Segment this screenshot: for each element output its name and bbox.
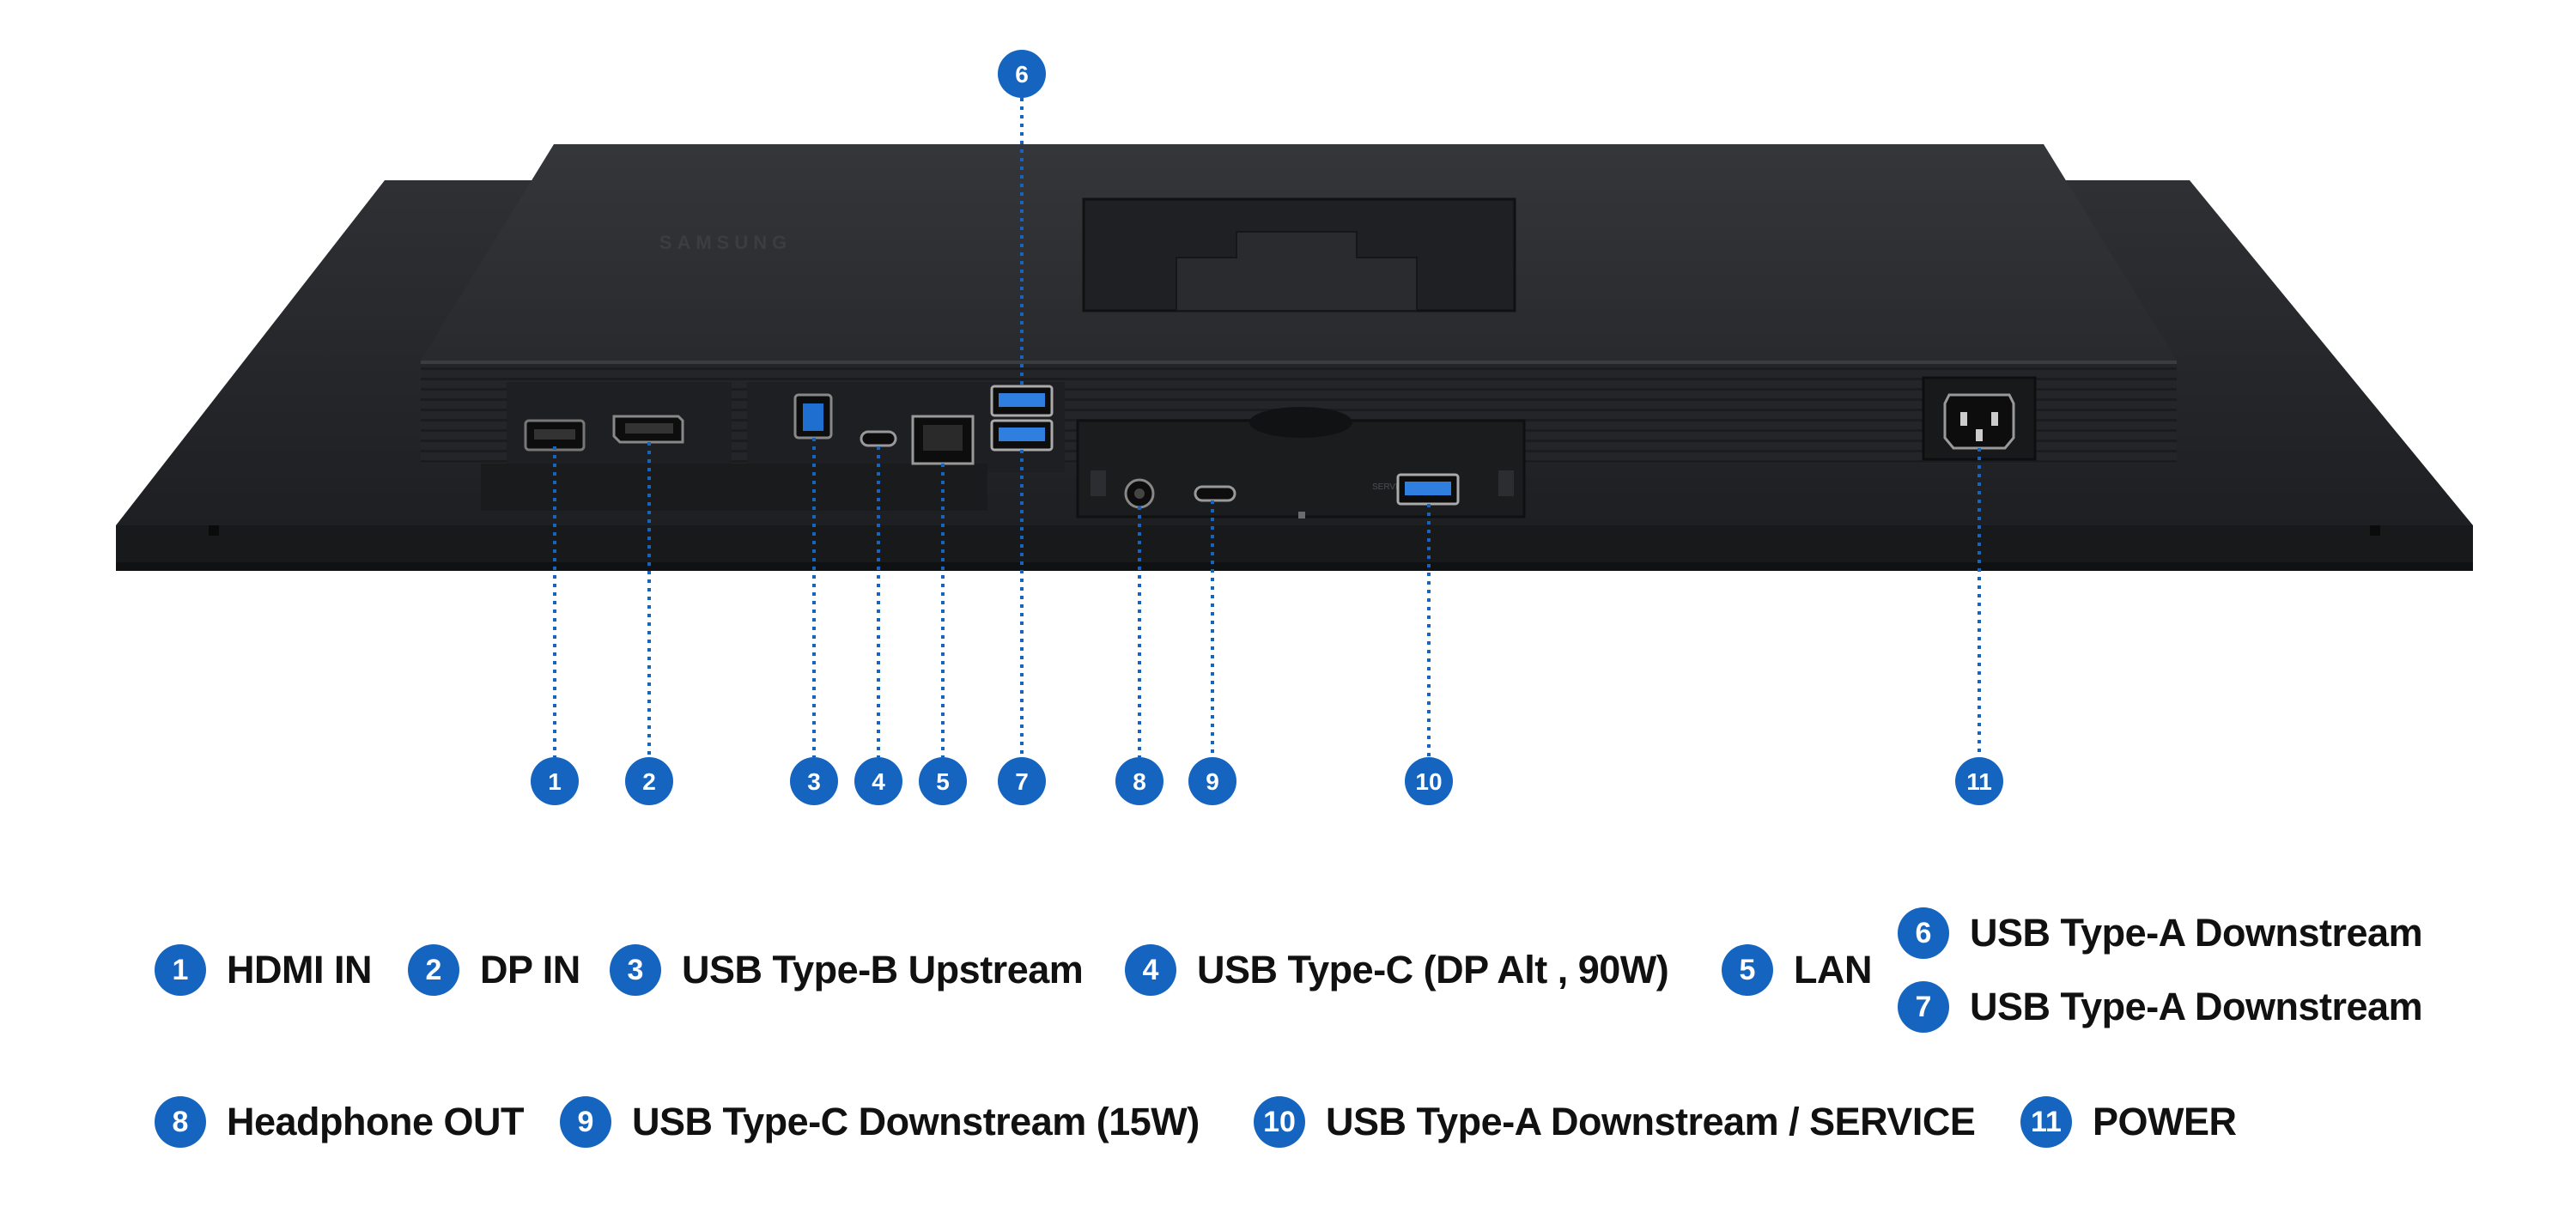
usb-a-service-port [1396,473,1460,506]
callout-number-6: 6 [1015,61,1029,88]
stand-mount [1082,197,1516,312]
usb-c-port [860,430,897,447]
callout-number-2: 2 [642,768,656,795]
callout-number-11: 11 [1966,768,1992,795]
callout-layer: 1 2 3 4 5 6 7 8 9 10 11 [531,50,2003,805]
legend-label: USB Type-A Downstream [1970,985,2423,1028]
callout-number-9: 9 [1206,768,1219,795]
legend-item-1: 1 HDMI IN [155,940,373,1000]
svg-text:SERVICE: SERVICE [1372,482,1410,492]
legend-label: DP IN [480,948,580,992]
callout-number-5: 5 [936,768,950,795]
legend-badge: 11 [2020,1096,2072,1148]
legend-item-10: 10 USB Type-A Downstream / SERVICE [1254,1092,1976,1152]
brand-logo: SAMSUNG [659,232,792,253]
legend-badge: 9 [560,1096,611,1148]
legend-item-3: 3 USB Type-B Upstream [610,940,1084,1000]
legend-badge: 6 [1898,907,1949,959]
callout-number-3: 3 [807,768,821,795]
callout-number-8: 8 [1133,768,1146,795]
legend-item-11: 11 POWER [2020,1092,2237,1152]
legend-badge: 7 [1898,981,1949,1033]
legend-badge: 1 [155,944,206,996]
legend-item-4: 4 USB Type-C (DP Alt , 90W) [1125,940,1669,1000]
legend-item-6: 6 USB Type-A Downstream [1898,903,2423,963]
headphone-jack [1124,478,1155,509]
legend-badge: 2 [408,944,459,996]
legend-label: USB Type-A Downstream / SERVICE [1326,1100,1976,1143]
callout-badge-7 [998,757,1046,805]
callout-number-4: 4 [872,768,885,795]
legend-item-9: 9 USB Type-C Downstream (15W) [560,1092,1200,1152]
legend-label: USB Type-C (DP Alt , 90W) [1197,948,1669,992]
callout-badge-5 [919,757,967,805]
legend-label: LAN [1794,948,1872,992]
legend-item-7: 7 USB Type-A Downstream [1898,977,2423,1037]
legend-label: USB Type-C Downstream (15W) [632,1100,1200,1143]
legend-badge: 5 [1722,944,1773,996]
legend-badge: 3 [610,944,661,996]
callout-badge-9 [1188,757,1236,805]
legend-label: POWER [2093,1100,2237,1143]
callout-badge-10 [1405,757,1453,805]
callout-number-7: 7 [1015,768,1029,795]
legend-label: HDMI IN [227,948,373,992]
legend-label: USB Type-B Upstream [682,948,1084,992]
legend-label: Headphone OUT [227,1100,525,1143]
callout-badge-2 [625,757,673,805]
callout-number-10: 10 [1415,768,1442,795]
hdmi-port [524,419,586,452]
callout-number-1: 1 [548,768,562,795]
usb-c-downstream-port [1194,485,1236,502]
callout-badge-8 [1115,757,1163,805]
legend-item-2: 2 DP IN [408,940,580,1000]
frame-hole-right [2370,525,2380,536]
displayport-port [612,415,684,444]
legend-item-8: 8 Headphone OUT [155,1092,525,1152]
legend-badge: 8 [155,1096,206,1148]
usb-b-port [793,393,833,440]
lan-port [911,415,975,465]
callout-badge-11 [1955,757,2003,805]
callout-badge-3 [790,757,838,805]
legend-badge: 10 [1254,1096,1305,1148]
callout-badge-4 [854,757,902,805]
legend-item-5: 5 LAN [1722,940,1872,1000]
callout-badge-6 [998,50,1046,98]
callout-badge-1 [531,757,579,805]
legend-label: USB Type-A Downstream [1970,911,2423,955]
power-socket [1943,393,2015,450]
usb-a-ports-stacked [990,385,1054,452]
frame-hole-left [209,525,219,536]
legend-badge: 4 [1125,944,1176,996]
